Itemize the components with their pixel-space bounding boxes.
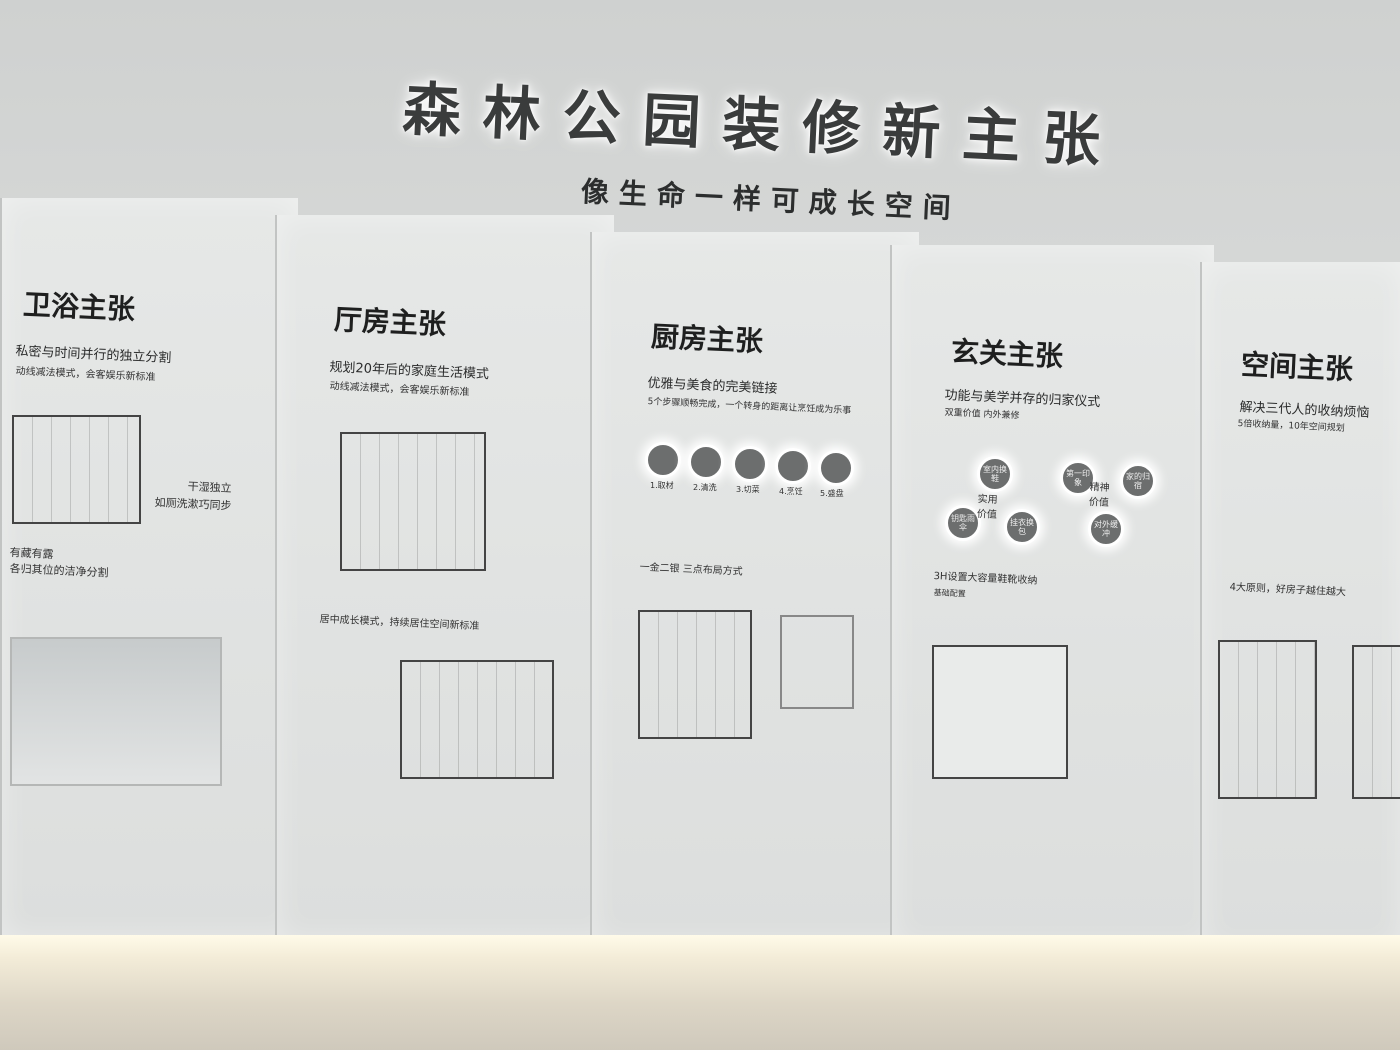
panel-bathroom: [0, 198, 298, 938]
panel-heading: 玄关主张: [950, 334, 1064, 374]
step-icon: [775, 448, 811, 484]
value-label: 精神价值: [1088, 481, 1110, 509]
value-circle: 挂衣换包: [1004, 509, 1040, 545]
value-circle: 室内换鞋: [977, 456, 1013, 492]
value-label: 实用价值: [976, 493, 998, 521]
unit-floorplan: [1218, 640, 1317, 799]
kitchen-elevation: [780, 615, 854, 709]
bathroom-photo: [10, 637, 222, 786]
value-circle: 第一印象: [1060, 460, 1096, 496]
value-circle: 钥匙雨伞: [945, 505, 981, 541]
step-label: 5.盛盘: [820, 489, 844, 498]
panel-heading: 厅房主张: [333, 302, 447, 342]
panel-living: [275, 215, 614, 940]
illuminated-base: [0, 935, 1400, 1050]
panel-heading: 卫浴主张: [22, 287, 136, 327]
step-label: 1.取材: [650, 481, 674, 490]
kitchen-floorplan: [638, 610, 752, 739]
step-label: 4.烹饪: [779, 487, 803, 496]
step-icon: [688, 444, 724, 480]
panel-entrance: [890, 245, 1214, 947]
step-label: 2.清洗: [693, 483, 717, 492]
panel-heading: 空间主张: [1240, 347, 1354, 387]
panel-note: 基础配置: [933, 587, 966, 599]
panel-kitchen: [590, 232, 919, 944]
bathroom-floorplan: [12, 415, 141, 524]
panel-note: 如厕洗漱巧同步: [154, 495, 232, 513]
panel-heading: 厨房主张: [650, 319, 764, 359]
step-icon: [818, 450, 854, 486]
value-circle: 对外缓冲: [1088, 511, 1124, 547]
living-floorplan: [340, 432, 486, 571]
step-icon: [732, 446, 768, 482]
panel-note: 干湿独立: [187, 479, 232, 495]
step-icon: [645, 442, 681, 478]
step-label: 3.切菜: [736, 485, 760, 494]
unit-floorplan: [1352, 645, 1400, 799]
value-circle: 家的归宿: [1120, 463, 1156, 499]
shoe-cabinet-drawing: [932, 645, 1068, 779]
bedroom-floorplan: [400, 660, 554, 779]
panel-space: [1200, 262, 1400, 950]
